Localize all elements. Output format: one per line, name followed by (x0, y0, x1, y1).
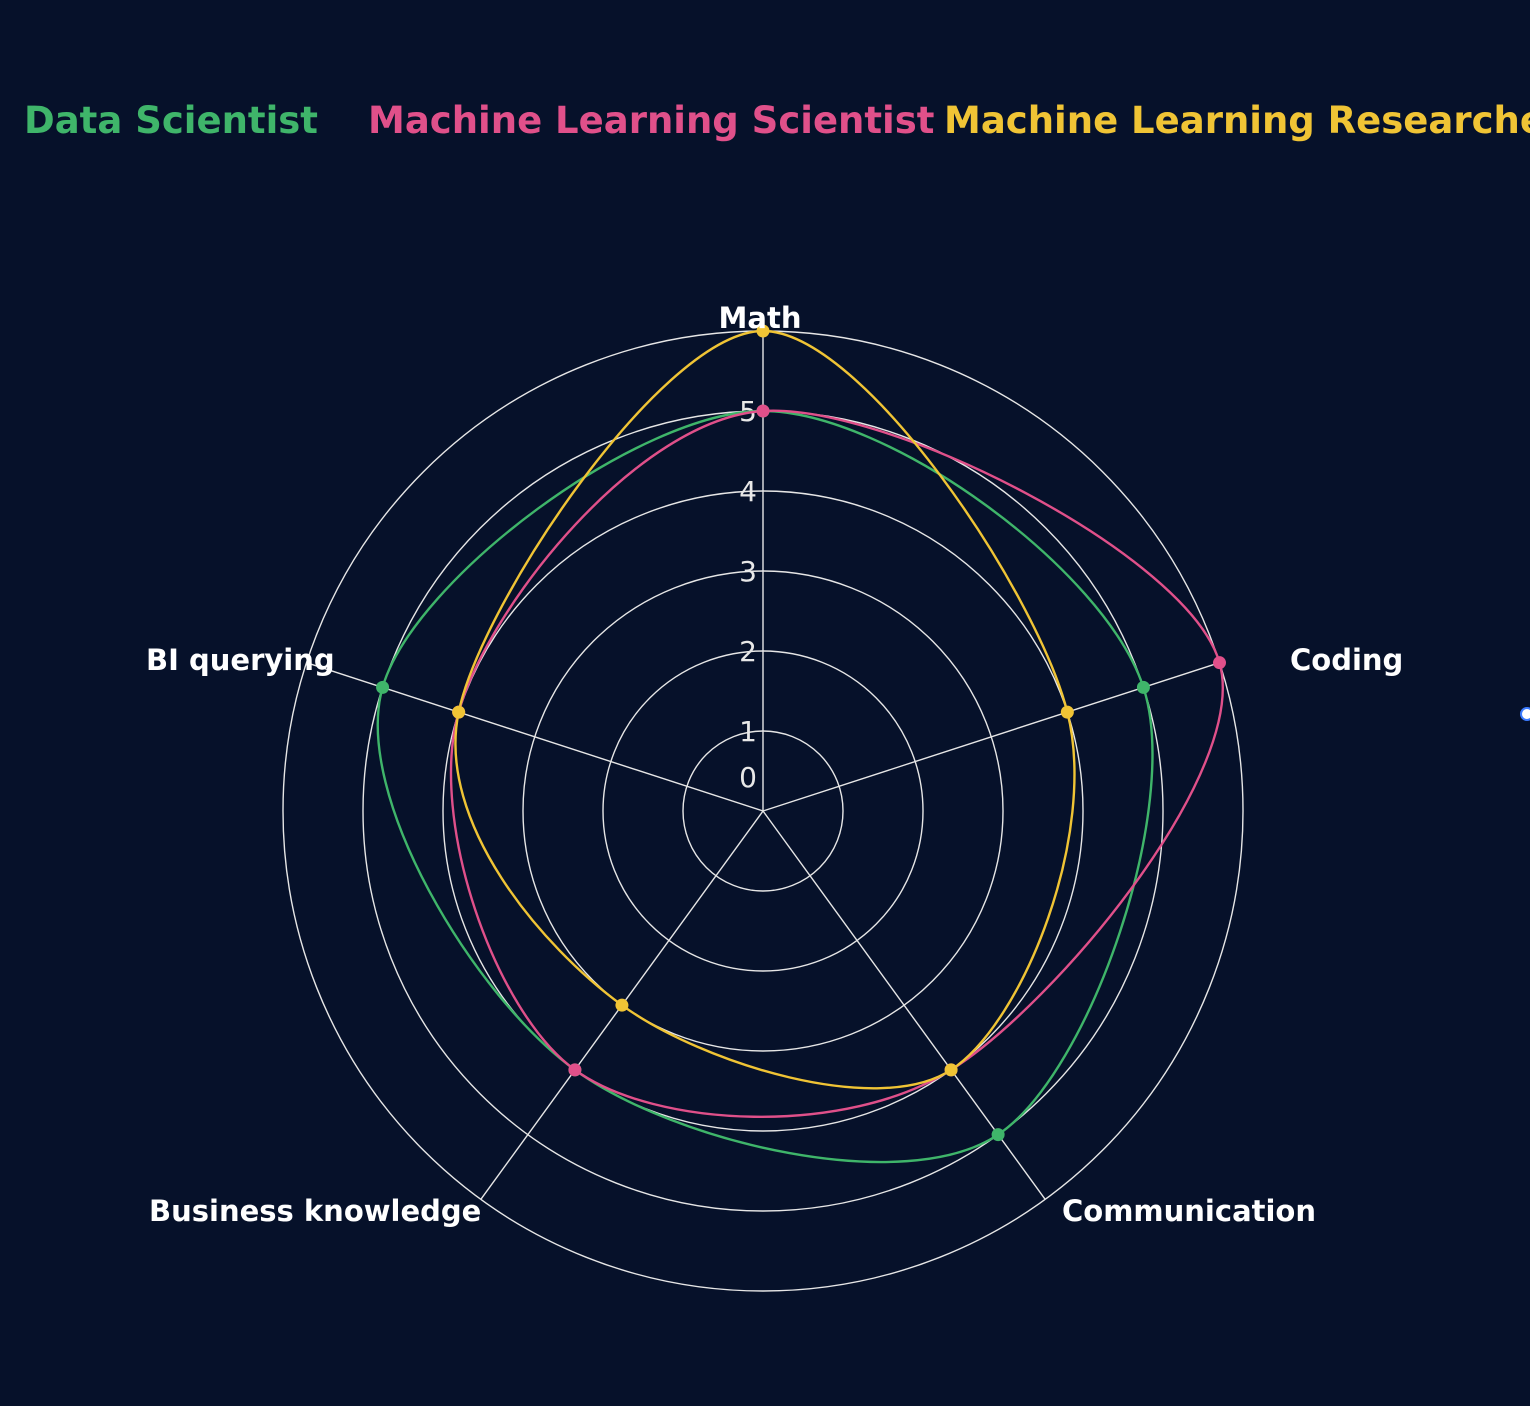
legend-item-data-scientist: Data Scientist (24, 99, 318, 142)
data-point-s1-a3[interactable] (568, 1063, 582, 1077)
axis-label-business-knowledge: Business knowledge (149, 1194, 481, 1228)
data-point-s1-a1[interactable] (1213, 656, 1227, 670)
data-point-s0-a2[interactable] (991, 1128, 1005, 1142)
data-point-s0-a1[interactable] (1136, 680, 1150, 694)
axis-label-math: Math (719, 301, 802, 335)
series-line-0 (376, 409, 1154, 1164)
data-point-s2-a4[interactable] (452, 705, 466, 719)
data-point-s2-a3[interactable] (615, 998, 629, 1012)
data-point-s2-a2[interactable] (944, 1063, 958, 1077)
legend: Data Scientist Machine Learning Scientis… (0, 98, 1530, 148)
legend-item-ml-scientist: Machine Learning Scientist (368, 99, 935, 142)
grid-spoke (306, 662, 764, 812)
data-point-s2-a1[interactable] (1060, 705, 1074, 719)
axis-labels: Math Coding Communication Business knowl… (146, 301, 1403, 1228)
tick-label: 3 (739, 555, 757, 588)
data-point-s2-a0[interactable] (756, 324, 770, 338)
tick-label: 4 (739, 475, 757, 508)
tick-label: 1 (739, 715, 757, 748)
series-line-1 (449, 409, 1224, 1118)
tick-label: 2 (739, 635, 757, 668)
data-point-s1-a0[interactable] (756, 404, 770, 418)
axis-label-communication: Communication (1062, 1194, 1316, 1228)
grid-spoke (762, 810, 1046, 1200)
series (376, 324, 1227, 1164)
legend-item-ml-researcher: Machine Learning Researcher (944, 99, 1530, 142)
axis-label-bi-querying: BI querying (146, 643, 335, 677)
axis-label-coding: Coding (1290, 643, 1403, 677)
series-line-2 (454, 329, 1076, 1090)
scroll-handle[interactable] (1520, 707, 1530, 721)
tick-label: 0 (739, 761, 757, 794)
data-point-s0-a4[interactable] (376, 680, 390, 694)
